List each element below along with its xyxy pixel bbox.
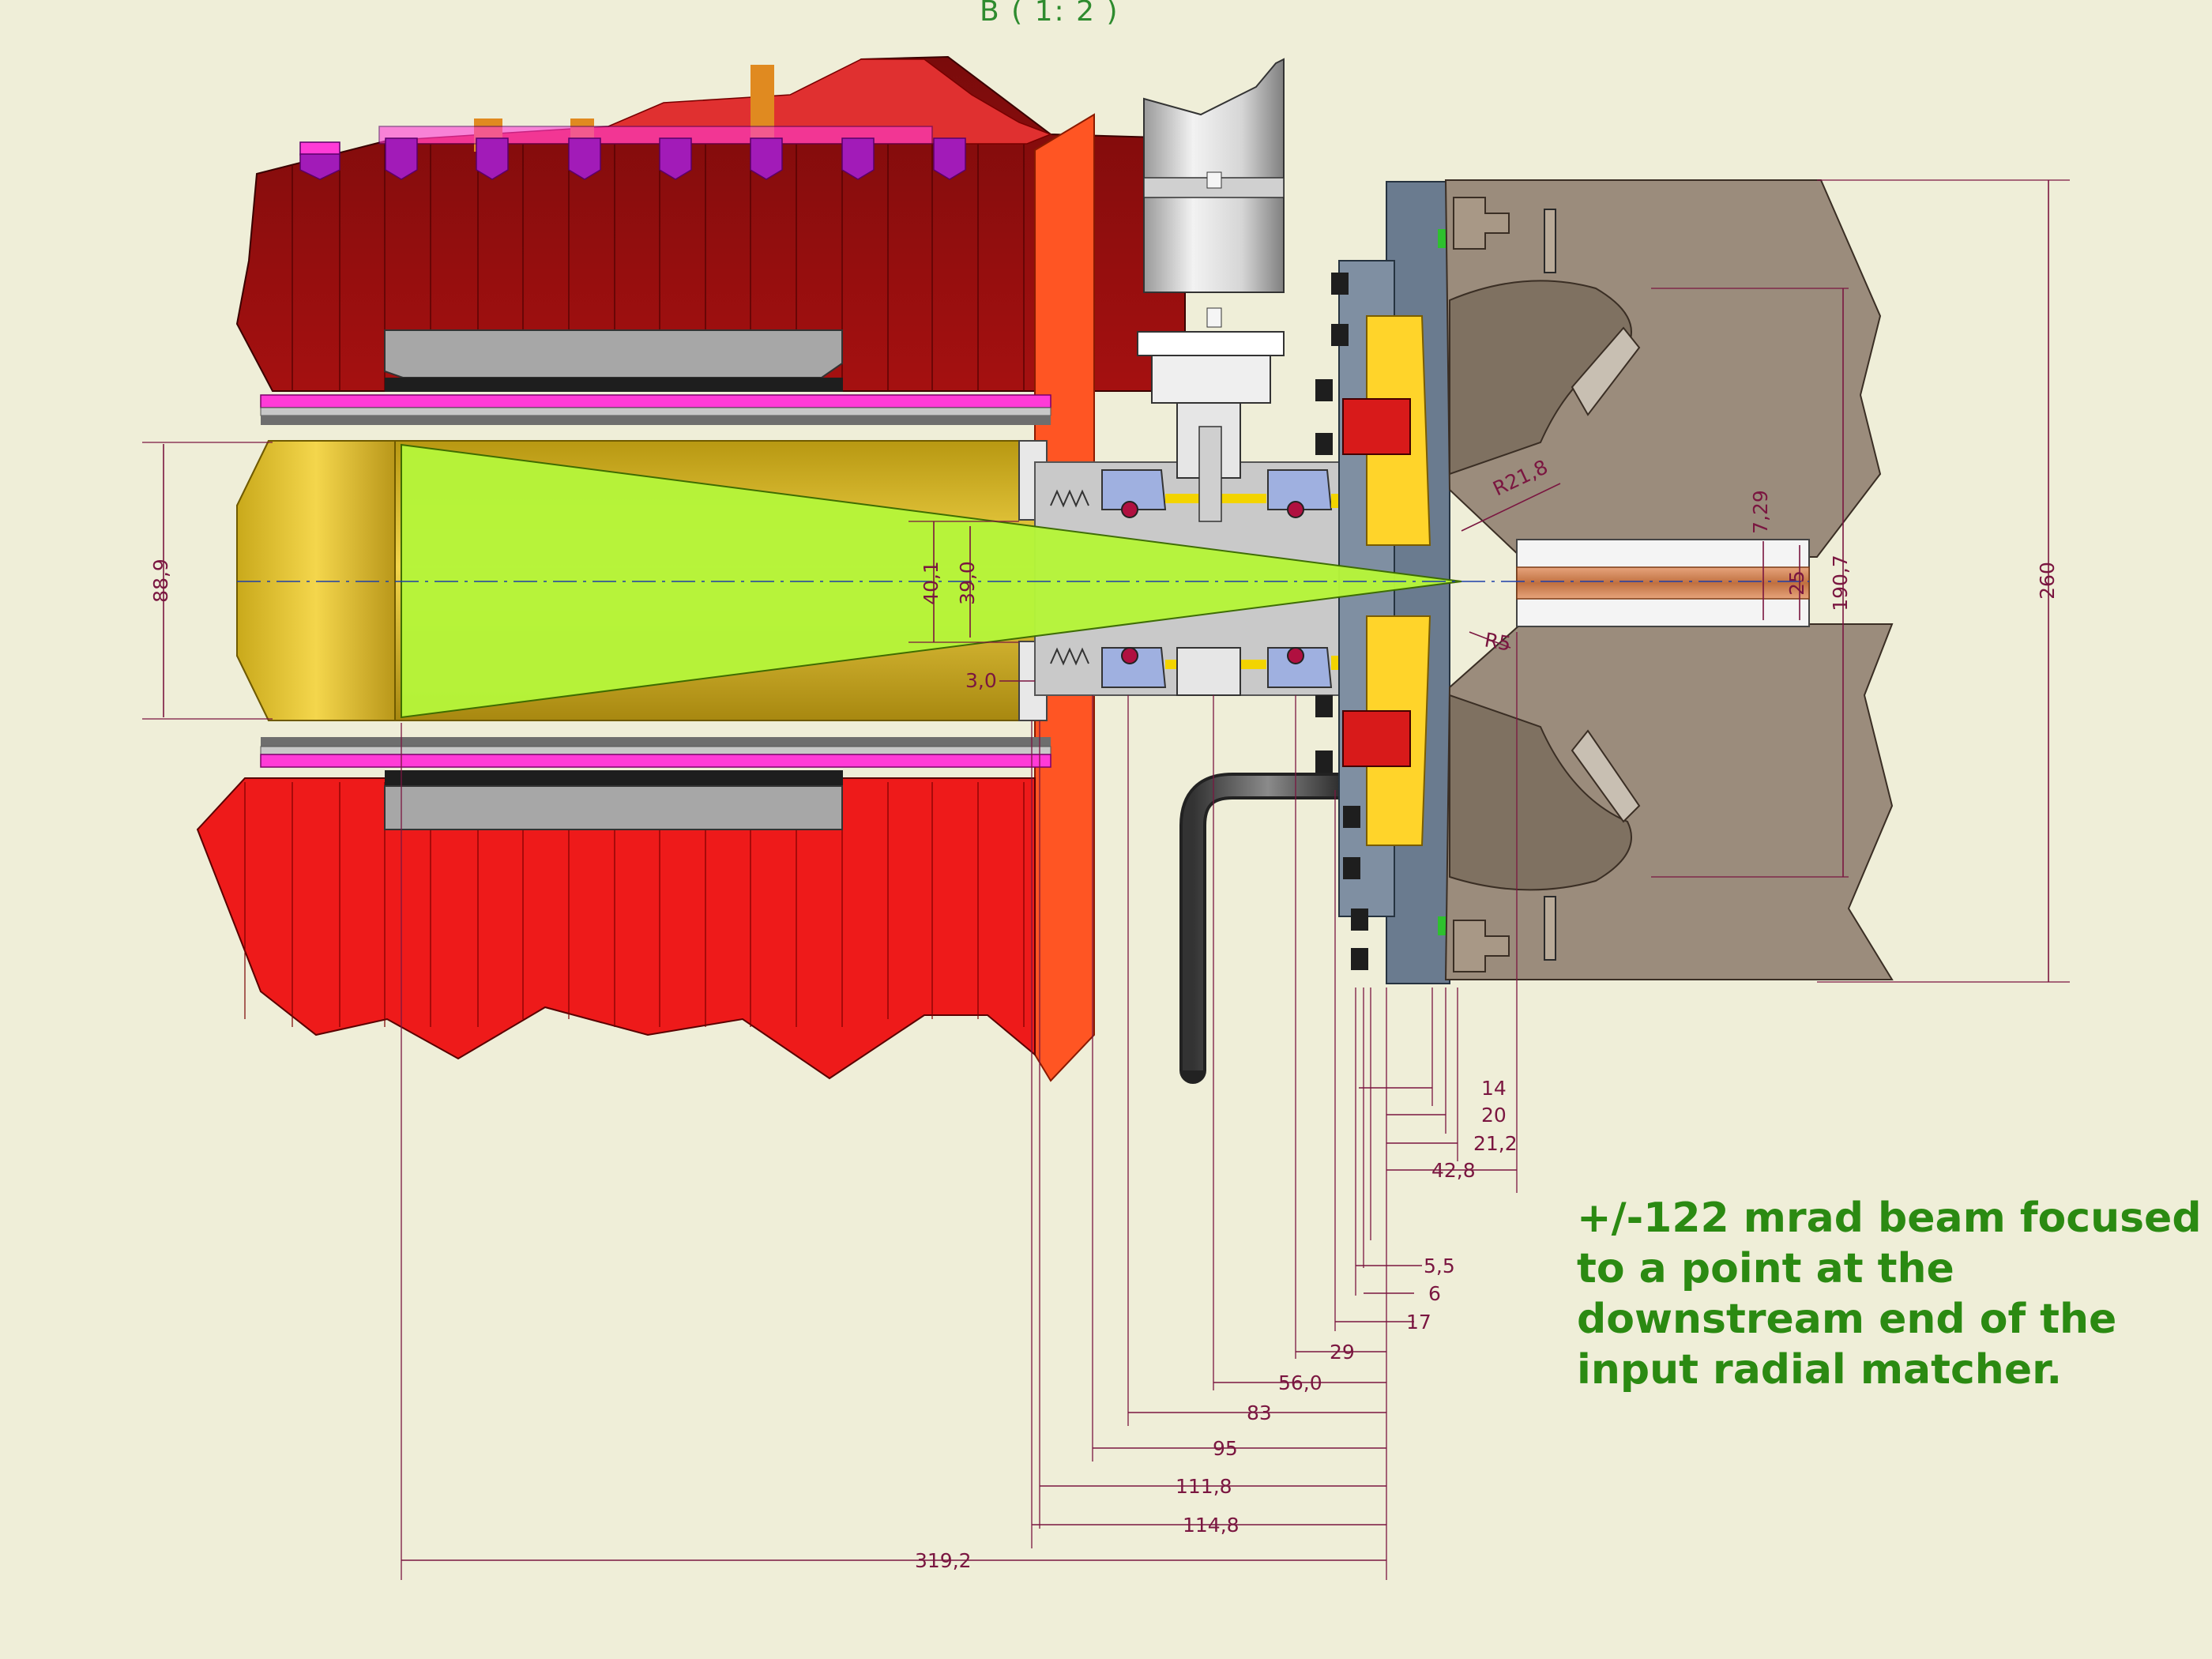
- dim-21-2: 21,2: [1473, 1132, 1518, 1155]
- note-line: input radial matcher.: [1577, 1346, 2063, 1394]
- dim-319-2: 319,2: [915, 1549, 972, 1572]
- dim-14: 14: [1481, 1077, 1507, 1100]
- note-line: to a point at the: [1577, 1245, 1954, 1292]
- dim-29: 29: [1330, 1341, 1355, 1364]
- dim-83: 83: [1247, 1401, 1272, 1424]
- dim-114-8: 114,8: [1183, 1514, 1240, 1537]
- dim-17: 17: [1406, 1311, 1431, 1334]
- dim-190-7: 190,7: [1829, 555, 1852, 611]
- dim-111-8: 111,8: [1176, 1475, 1232, 1498]
- dim-6: 6: [1428, 1282, 1441, 1305]
- radial-matcher: [1444, 179, 1894, 980]
- dim-20: 20: [1481, 1104, 1507, 1127]
- dim-3-0: 3,0: [965, 669, 997, 692]
- dimension-lines: [142, 179, 2070, 1580]
- dim-40-1: 40,1: [920, 561, 942, 605]
- dim-r5: R5: [1483, 628, 1513, 655]
- note-line: +/-122 mrad beam focused: [1577, 1194, 2202, 1242]
- dim-5-5: 5,5: [1424, 1255, 1455, 1277]
- view-title: B ( 1: 2 ): [980, 0, 1119, 28]
- dim-42-8: 42,8: [1431, 1159, 1476, 1182]
- dim-56-0: 56,0: [1278, 1371, 1322, 1394]
- dim-25: 25: [1785, 570, 1808, 596]
- upper-magnet: [235, 55, 1186, 1082]
- beam-note: +/-122 mrad beam focused to a point at t…: [1577, 1193, 2202, 1395]
- dim-88-9: 88,9: [149, 559, 172, 603]
- lower-magnet: [196, 770, 1036, 1080]
- dim-260: 260: [2036, 562, 2059, 600]
- dim-39-0: 39,0: [956, 561, 979, 605]
- dim-95: 95: [1213, 1437, 1238, 1460]
- note-line: downstream end of the: [1577, 1296, 2117, 1343]
- dim-7-29: 7,29: [1749, 490, 1772, 534]
